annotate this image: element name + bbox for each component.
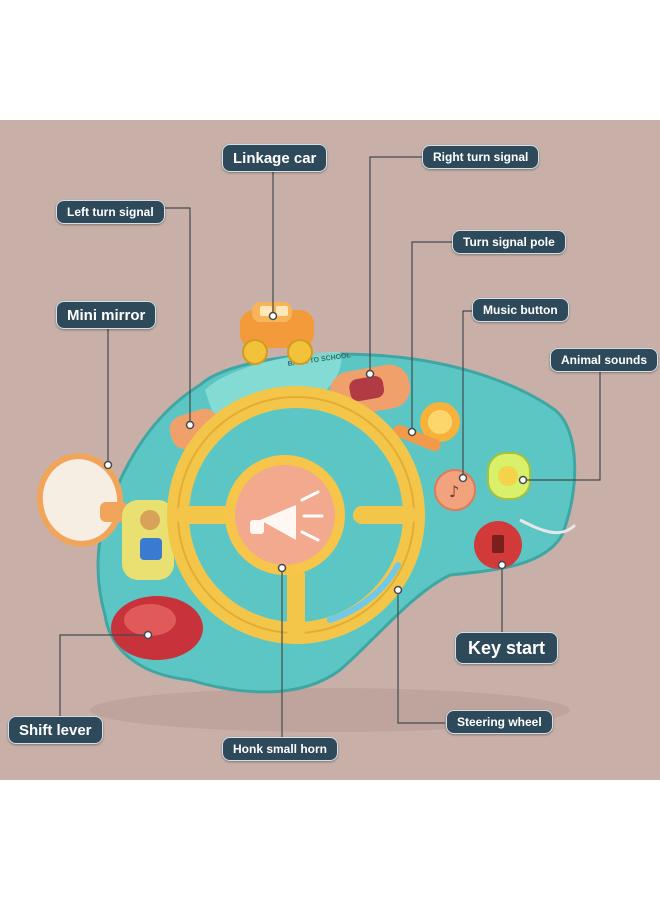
music-button-label: Music button [472, 298, 569, 322]
steering-wheel-label: Steering wheel [446, 710, 553, 734]
right-turn-signal-label: Right turn signal [422, 145, 540, 169]
left-turn-signal-label: Left turn signal [56, 200, 165, 224]
shift-lever-label: Shift lever [8, 716, 103, 744]
animal-sounds-label: Animal sounds [550, 348, 659, 372]
linkage-car-icon [240, 302, 314, 365]
product-photo: BACK TO SCHOOL ♪ [0, 120, 660, 780]
honk-small-horn-label: Honk small horn [222, 737, 339, 761]
key-start-label: Key start [455, 632, 559, 664]
linkage-car-label: Linkage car [222, 144, 328, 172]
turn-signal-pole-label: Turn signal pole [452, 230, 566, 254]
svg-text:♪: ♪ [449, 482, 459, 501]
mini-mirror-label: Mini mirror [56, 301, 157, 329]
steering-wheel-graphic [167, 386, 425, 644]
toy-steering-wheel-illustration: BACK TO SCHOOL ♪ [36, 302, 577, 732]
